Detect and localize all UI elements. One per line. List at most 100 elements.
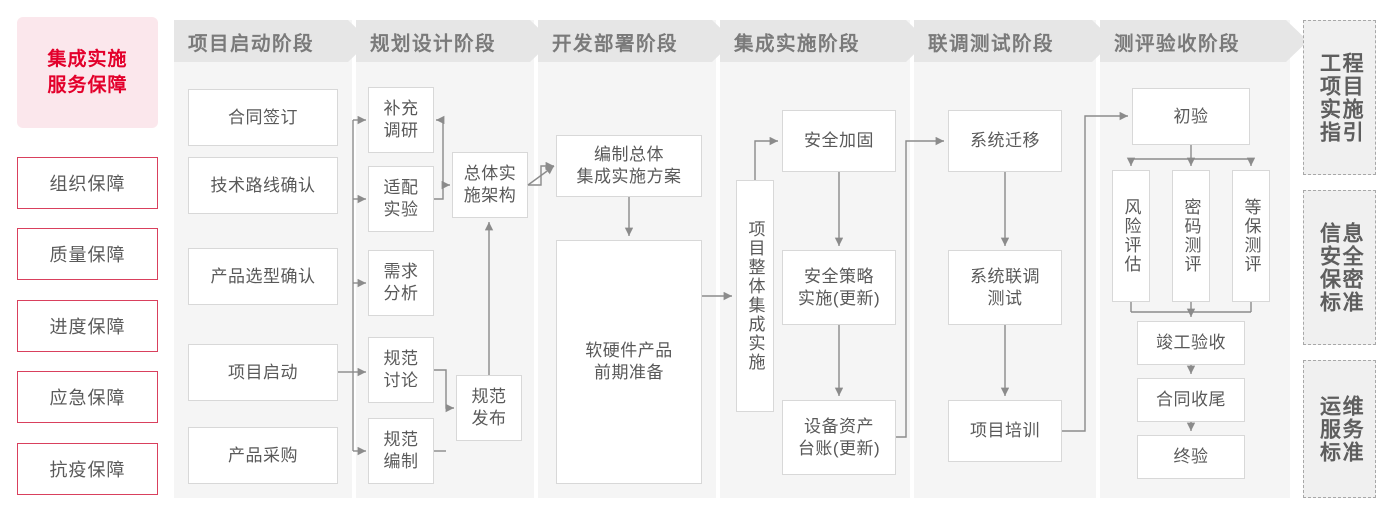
standard-panel-om-service[interactable]: 维务准 运服标 xyxy=(1303,360,1376,498)
node-label-line2: 分析 xyxy=(383,284,419,303)
node-label-line2: 集成实施方案 xyxy=(576,167,682,186)
node-label-line1: 软硬件产品 xyxy=(585,341,673,361)
sidebar-title-line2: 服务保障 xyxy=(47,74,128,96)
phase-header-joint[interactable]: 联调测试阶段 xyxy=(914,20,1114,62)
node-label-line2: 编制 xyxy=(383,452,419,471)
sidebar-item-label: 质量保障 xyxy=(49,245,126,265)
node-label-line2: 施架构 xyxy=(463,186,517,205)
node-classified-protection-evaluation[interactable]: 等保测评 xyxy=(1232,170,1270,302)
node-label-line2: 讨论 xyxy=(383,371,419,390)
node-label: 系统迁移 xyxy=(970,131,1040,151)
node-overall-implementation-architecture[interactable]: 总体实施架构 xyxy=(452,152,528,218)
sidebar-item-quality[interactable]: 质量保障 xyxy=(17,228,158,280)
node-label: 技术路线确认 xyxy=(210,175,316,195)
node-completion-acceptance[interactable]: 竣工验收 xyxy=(1137,321,1245,365)
node-label-line1: 规范 xyxy=(383,349,419,369)
node-label-line2: 测试 xyxy=(987,288,1023,308)
standard-col-left: 运服标 xyxy=(1317,394,1341,464)
node-label-line1: 需求 xyxy=(383,262,419,282)
node-label-line1: 总体实 xyxy=(463,164,517,184)
node-label: 风险评估 xyxy=(1121,198,1141,274)
node-contract-signing[interactable]: 合同签订 xyxy=(188,89,338,146)
phase-header-startup[interactable]: 项目启动阶段 xyxy=(174,20,370,62)
node-label-line2: 前期准备 xyxy=(594,363,664,382)
phase-header-integrate[interactable]: 集成实施阶段 xyxy=(720,20,928,62)
node-label-line1: 补充 xyxy=(383,99,419,119)
sidebar-item-epidemic[interactable]: 抗疫保障 xyxy=(17,443,158,495)
node-label-line1: 适配 xyxy=(383,178,419,198)
node-spec-discussion[interactable]: 规范讨论 xyxy=(368,337,434,403)
phase-header-deploy[interactable]: 开发部署阶段 xyxy=(538,20,734,62)
standard-col-right: 程目施引 xyxy=(1340,51,1364,144)
node-label-line1: 安全策略 xyxy=(803,266,874,286)
node-label: 项目培训 xyxy=(970,421,1040,441)
sidebar-item-emergency[interactable]: 应急保障 xyxy=(17,371,158,423)
node-label: 竣工验收 xyxy=(1156,333,1226,353)
node-spec-release[interactable]: 规范发布 xyxy=(456,375,522,441)
sidebar-item-label: 组织保障 xyxy=(49,174,126,194)
standard-panel-engineering-guide[interactable]: 程目施引 工项实指 xyxy=(1303,20,1376,175)
node-label: 终验 xyxy=(1173,447,1209,467)
node-requirement-analysis[interactable]: 需求分析 xyxy=(368,250,434,316)
node-project-training[interactable]: 项目培训 xyxy=(948,400,1062,462)
node-label: 产品选型确认 xyxy=(210,266,316,286)
phase-header-label: 开发部署阶段 xyxy=(552,32,679,55)
node-final-acceptance[interactable]: 终验 xyxy=(1137,435,1245,479)
node-security-policy-implementation[interactable]: 安全策略实施(更新) xyxy=(782,250,896,325)
node-label-line1: 规范 xyxy=(471,387,507,407)
node-label-line2: 实验 xyxy=(383,200,419,219)
node-label: 合同收尾 xyxy=(1156,390,1226,410)
phase-header-label: 项目启动阶段 xyxy=(188,32,315,55)
node-spec-drafting[interactable]: 规范编制 xyxy=(368,418,434,484)
phase-header-label: 测评验收阶段 xyxy=(1114,32,1241,55)
node-draft-overall-integration-plan[interactable]: 编制总体集成实施方案 xyxy=(556,135,702,197)
node-label-line1: 设备资产 xyxy=(803,416,874,436)
node-tech-route-confirm[interactable]: 技术路线确认 xyxy=(188,157,338,214)
node-asset-ledger-update[interactable]: 设备资产台账(更新) xyxy=(782,400,896,475)
node-label: 安全加固 xyxy=(804,131,874,151)
node-label: 产品采购 xyxy=(228,445,298,465)
node-contract-closure[interactable]: 合同收尾 xyxy=(1137,378,1245,422)
sidebar-title: 集成实施 服务保障 xyxy=(17,17,158,128)
phase-header-planning[interactable]: 规划设计阶段 xyxy=(356,20,552,62)
standard-col-left: 信安保标 xyxy=(1317,221,1341,314)
node-label-line2: 发布 xyxy=(471,409,507,428)
sidebar-item-organization[interactable]: 组织保障 xyxy=(17,157,158,209)
node-product-selection[interactable]: 产品选型确认 xyxy=(188,248,338,305)
node-label: 项目启动 xyxy=(228,362,298,382)
phase-header-label: 集成实施阶段 xyxy=(734,32,861,55)
node-product-purchase[interactable]: 产品采购 xyxy=(188,427,338,484)
node-label: 初验 xyxy=(1173,106,1209,126)
node-label-line1: 规范 xyxy=(383,430,419,450)
node-cryptography-evaluation[interactable]: 密码测评 xyxy=(1172,170,1210,302)
node-adaptation-experiment[interactable]: 适配实验 xyxy=(368,166,434,232)
node-supplementary-research[interactable]: 补充调研 xyxy=(368,87,434,153)
node-security-hardening[interactable]: 安全加固 xyxy=(782,110,896,172)
node-overall-project-integration[interactable]: 项目整体集成实施 xyxy=(736,180,774,412)
node-risk-assessment[interactable]: 风险评估 xyxy=(1112,170,1150,302)
node-label: 等保测评 xyxy=(1241,198,1261,274)
node-project-kickoff[interactable]: 项目启动 xyxy=(188,344,338,401)
node-preliminary-acceptance[interactable]: 初验 xyxy=(1132,88,1250,145)
sidebar-item-schedule[interactable]: 进度保障 xyxy=(17,300,158,352)
node-label-line2: 台账(更新) xyxy=(797,438,881,458)
node-label-line1: 编制总体 xyxy=(594,145,664,165)
node-label: 项目整体集成实施 xyxy=(745,220,765,372)
node-label-line2: 调研 xyxy=(383,121,419,140)
phase-header-accept[interactable]: 测评验收阶段 xyxy=(1100,20,1308,62)
phase-header-label: 规划设计阶段 xyxy=(370,32,497,55)
standard-col-left: 工项实指 xyxy=(1317,51,1341,144)
node-label-line2: 实施(更新) xyxy=(797,288,881,308)
node-label-line1: 系统联调 xyxy=(970,266,1040,286)
node-system-migration[interactable]: 系统迁移 xyxy=(948,110,1062,172)
sidebar-item-label: 抗疫保障 xyxy=(49,460,126,480)
sidebar-item-label: 应急保障 xyxy=(49,388,126,408)
node-hardware-software-preparation[interactable]: 软硬件产品前期准备 xyxy=(556,240,702,484)
phase-header-label: 联调测试阶段 xyxy=(928,32,1055,55)
node-system-joint-test[interactable]: 系统联调测试 xyxy=(948,250,1062,325)
node-label: 合同签订 xyxy=(228,107,298,127)
standard-panel-infosec[interactable]: 息全密准 信安保标 xyxy=(1303,190,1376,345)
standard-col-right: 维务准 xyxy=(1340,394,1364,464)
standard-col-right: 息全密准 xyxy=(1340,221,1364,314)
